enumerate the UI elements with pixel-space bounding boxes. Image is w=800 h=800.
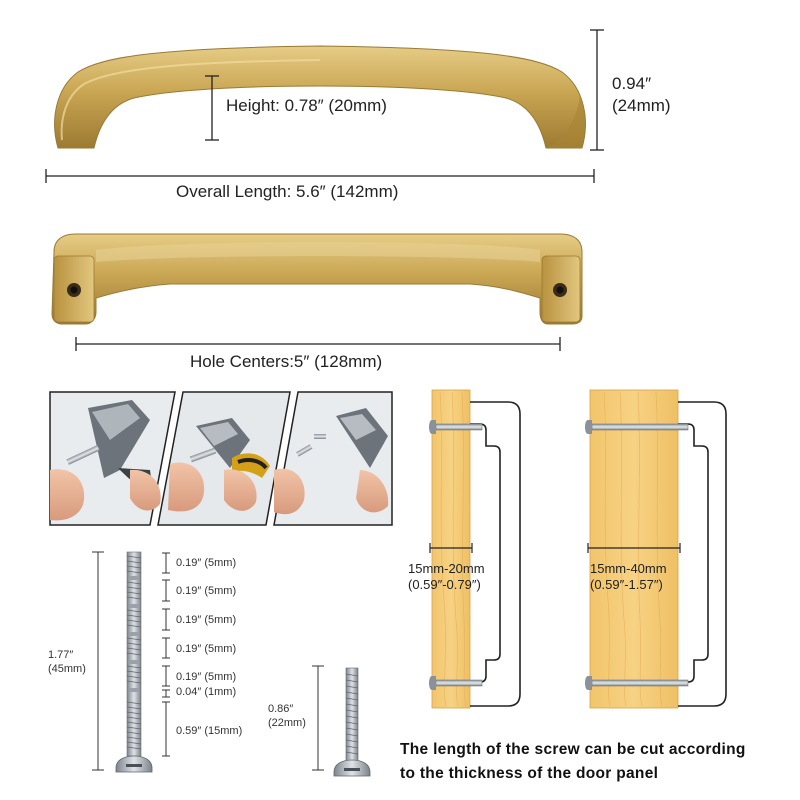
breakaway-screw xyxy=(115,551,153,773)
hand xyxy=(274,468,305,515)
height-label: Height: 0.78″ (20mm) xyxy=(226,96,387,115)
thin-door-dimension xyxy=(429,543,473,553)
depth-dimension xyxy=(590,29,604,151)
short-screw xyxy=(333,667,371,777)
screw-total-mm: (45mm) xyxy=(48,663,86,675)
thin-door-range-inch: (0.59″-0.79″) xyxy=(408,577,481,592)
height-dimension xyxy=(205,75,219,141)
thick-door-range-inch: (0.59″-1.57″) xyxy=(590,577,663,592)
caption-line-2: to the thickness of the door panel xyxy=(400,765,659,782)
short-screw-dimension xyxy=(312,665,324,771)
hand xyxy=(168,462,205,512)
caption-line-1: The length of the screw can be cut accor… xyxy=(400,741,746,758)
depth-label-inch: 0.94″ xyxy=(612,74,652,93)
screw-total-inch: 1.77″ xyxy=(48,649,74,661)
screw-thin-top xyxy=(429,420,483,434)
door-panel-thin xyxy=(431,389,471,709)
screw-thin-bottom xyxy=(429,676,483,690)
short-screw-mm: (22mm) xyxy=(268,717,306,729)
overall-length-label: Overall Length: 5.6″ (142mm) xyxy=(176,182,399,201)
thin-door-range-mm: 15mm-20mm xyxy=(408,561,485,576)
screw-thick-bottom xyxy=(585,676,689,690)
depth-label-mm: (24mm) xyxy=(612,96,671,115)
screw-segment-6: 0.04″ (1mm) xyxy=(176,686,237,698)
screw-segment-7: 0.59″ (15mm) xyxy=(176,725,243,737)
hole-centers-dimension xyxy=(75,337,561,351)
handle-back-view xyxy=(51,233,583,325)
hand xyxy=(50,469,85,521)
thick-door-dimension xyxy=(587,543,681,553)
door-panel-thick xyxy=(589,389,679,709)
handle-profile-thin xyxy=(470,401,521,707)
screw-segment-5: 0.19″ (5mm) xyxy=(176,671,237,683)
overall-length-dimension xyxy=(45,169,595,183)
handle-side-view xyxy=(54,45,586,149)
screw-thick-top xyxy=(585,420,689,434)
screw-dimension-lines xyxy=(92,551,170,771)
thick-door-range-mm: 15mm-40mm xyxy=(590,561,667,576)
screw-segment-4: 0.19″ (5mm) xyxy=(176,643,237,655)
handle-profile-thick xyxy=(678,401,727,707)
screw-segment-3: 0.19″ (5mm) xyxy=(176,614,237,626)
screw-cutting-photos xyxy=(49,391,393,526)
screw-segment-1: 0.19″ (5mm) xyxy=(176,557,237,569)
short-screw-inch: 0.86″ xyxy=(268,703,294,715)
hole-centers-label: Hole Centers:5″ (128mm) xyxy=(190,352,383,371)
screw-segment-2: 0.19″ (5mm) xyxy=(176,585,237,597)
